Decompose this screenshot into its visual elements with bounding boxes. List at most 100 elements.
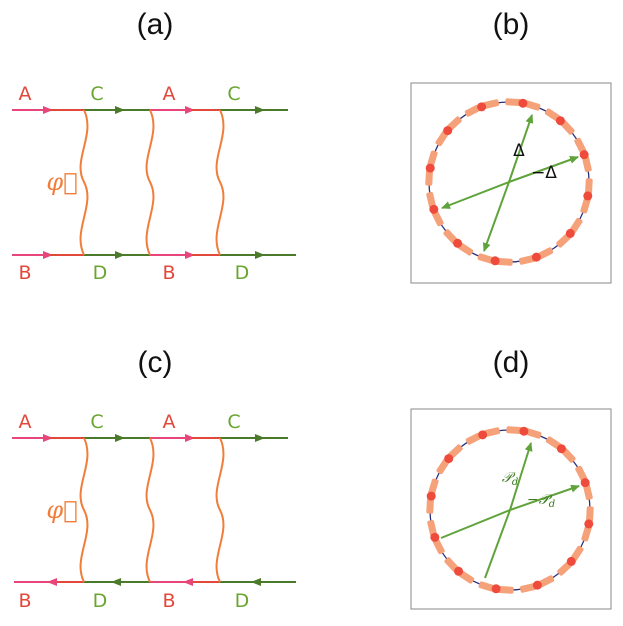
vector-arrow — [508, 114, 534, 183]
node-label: D — [235, 590, 250, 612]
ring-segment — [426, 497, 434, 514]
field-line — [145, 437, 155, 583]
ring-segment — [427, 519, 437, 537]
ring-dot — [490, 256, 500, 266]
ring-group — [425, 98, 593, 266]
ring-dot — [566, 556, 576, 566]
ring-segment — [525, 428, 542, 439]
ring-segment — [537, 247, 554, 260]
ring-dot — [555, 116, 565, 126]
vector-line — [484, 509, 511, 579]
field-symbol: φ⃗ — [46, 496, 77, 524]
vector-arrow — [509, 442, 533, 511]
vector-arrow — [509, 484, 580, 511]
node-label: C — [90, 83, 103, 105]
ring-segment — [425, 169, 433, 186]
vector-arrow — [482, 181, 510, 252]
ring-dot — [531, 252, 541, 262]
ring-segment — [464, 104, 481, 117]
node-label: D — [235, 262, 250, 284]
node-label: B — [18, 262, 31, 284]
ring-segment — [518, 255, 536, 265]
ring-dot — [454, 566, 464, 576]
ladder-diagram-a: A C A C B D B D φ⃗ — [12, 83, 296, 284]
node-label: B — [18, 590, 31, 612]
ring-segment — [478, 581, 495, 592]
ring-segment — [580, 197, 591, 214]
ring-segment — [575, 465, 588, 482]
ring-segment — [583, 483, 593, 501]
ring-dot — [579, 150, 589, 160]
ring-segment — [496, 258, 513, 266]
ring-segment — [465, 432, 482, 445]
circle-diagram-b: Δ −Δ — [410, 82, 612, 284]
ring-segment — [505, 98, 522, 106]
ring-segment — [457, 242, 474, 256]
ring-segment — [586, 506, 594, 523]
ring-segment — [582, 155, 592, 173]
ring-dot — [565, 228, 575, 238]
ladder-diagram-c: A C A C B D B D φ⃗ — [12, 411, 296, 612]
node-label: C — [227, 411, 240, 433]
ring-dot — [443, 126, 453, 136]
frame — [410, 82, 612, 284]
field-symbol: φ⃗ — [46, 168, 77, 196]
node-label: D — [93, 590, 108, 612]
ring-dot — [430, 532, 440, 542]
field-line — [79, 109, 89, 256]
ring-segment — [427, 150, 438, 167]
circle-diagram-d: 𝒫d −𝒫d — [410, 408, 612, 610]
vector-line — [440, 509, 511, 539]
node-label: A — [19, 83, 32, 105]
ring-dot — [532, 580, 542, 590]
ring-segment — [458, 570, 475, 584]
panel-label-a: (a) — [137, 8, 174, 41]
panel-label-b: (b) — [493, 8, 530, 41]
field-line — [79, 437, 89, 583]
ring-dot — [556, 444, 566, 454]
ring-group — [426, 426, 594, 594]
node-label: B — [162, 262, 175, 284]
vector-arrow — [508, 155, 579, 183]
node-label: A — [163, 83, 176, 105]
ring-segment — [585, 178, 593, 195]
ring-dot — [425, 163, 435, 173]
ring-dot — [519, 426, 529, 436]
ring-segment — [570, 545, 584, 562]
neg-vector-label: −𝒫d — [527, 492, 555, 510]
ring-dot — [518, 98, 528, 108]
ring-segment — [574, 137, 587, 154]
field-line — [215, 109, 225, 256]
ring-segment — [431, 210, 444, 227]
ring-segment — [538, 575, 555, 588]
ring-segment — [482, 99, 500, 109]
panel-label-c: (c) — [138, 346, 173, 379]
node-label: C — [227, 83, 240, 105]
ring-dot — [429, 204, 439, 214]
ring-segment — [506, 426, 523, 434]
ring-segment — [483, 427, 501, 437]
ring-segment — [519, 583, 537, 593]
ring-dot — [453, 238, 463, 248]
ring-segment — [524, 100, 541, 111]
ring-dot — [584, 519, 594, 529]
ring-dot — [478, 430, 488, 440]
node-label: A — [19, 411, 32, 433]
ring-dot — [580, 478, 590, 488]
ring-segment — [428, 478, 439, 495]
panel-label-d: (d) — [493, 346, 530, 379]
ring-dot — [444, 454, 454, 464]
vector-label: Δ — [513, 141, 525, 161]
ring-segment — [436, 458, 450, 475]
ring-segment — [426, 191, 436, 209]
ring-dot — [477, 102, 487, 112]
neg-vector-label: −Δ — [531, 163, 557, 183]
ring-segment — [477, 253, 494, 264]
node-label: C — [90, 411, 103, 433]
ring-segment — [581, 525, 592, 542]
ring-dot — [426, 491, 436, 501]
field-line — [145, 109, 155, 256]
node-label: A — [163, 411, 176, 433]
ring-segment — [432, 538, 445, 555]
